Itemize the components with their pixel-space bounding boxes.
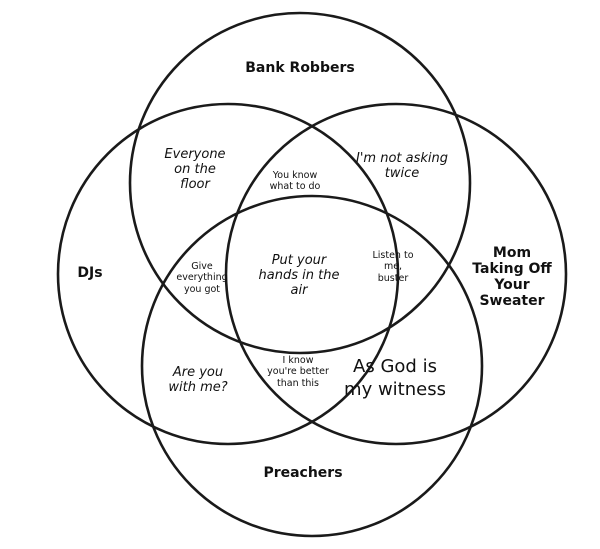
circle-mom-sweater (224, 102, 568, 446)
region-listen-to-me-buster: Listen to me, buster (372, 250, 414, 284)
region-put-your-hands-in-the-air: Put your hands in the air (258, 253, 340, 298)
circle-djs (56, 102, 400, 446)
label-preachers: Preachers (263, 465, 343, 481)
region-give-everything: Give everything you got (176, 261, 228, 295)
region-i-know-youre-better: I know you're better than this (267, 355, 329, 389)
label-bank-robbers: Bank Robbers (245, 60, 355, 76)
label-mom-sweater: Mom Taking Off Your Sweater (472, 245, 552, 310)
label-djs: DJs (77, 265, 103, 281)
region-not-asking-twice: I'm not asking twice (356, 151, 448, 181)
region-as-god-is-my-witness: As God is my witness (344, 356, 446, 400)
circle-preachers (140, 194, 484, 538)
region-you-know-what-to-do: You know what to do (269, 170, 321, 193)
circle-bank-robbers (128, 11, 472, 355)
region-are-you-with-me: Are you with me? (168, 365, 228, 395)
region-everyone-on-the-floor: Everyone on the floor (164, 147, 226, 192)
